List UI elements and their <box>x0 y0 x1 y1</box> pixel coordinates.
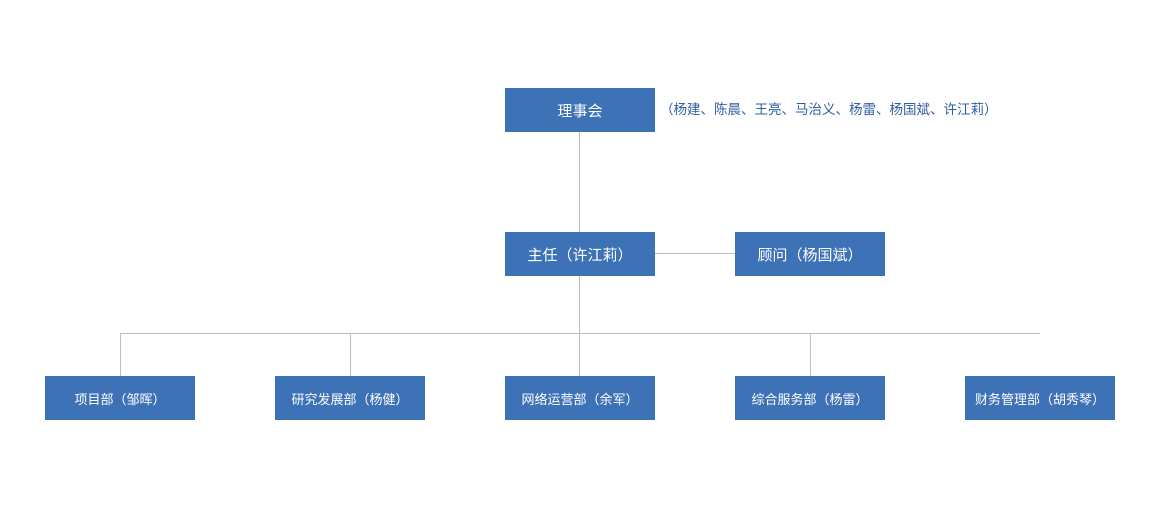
advisor-node: 顾问（杨国斌） <box>735 232 885 276</box>
department-node-project: 项目部（邹晖） <box>45 376 195 420</box>
board-node: 理事会 <box>505 88 655 132</box>
department-node-finance: 财务管理部（胡秀琴） <box>965 376 1115 420</box>
connector-departments-bus <box>120 333 1040 334</box>
connector-dept-1 <box>120 333 121 376</box>
connector-dept-2 <box>350 333 351 376</box>
connector-dept-4 <box>810 333 811 376</box>
department-node-service: 综合服务部（杨雷） <box>735 376 885 420</box>
connector-board-director <box>579 131 580 232</box>
department-node-network: 网络运营部（余军） <box>505 376 655 420</box>
director-node: 主任（许江莉） <box>505 232 655 276</box>
connector-director-departments <box>579 275 580 376</box>
department-node-research: 研究发展部（杨健） <box>275 376 425 420</box>
connector-director-advisor <box>655 253 735 254</box>
board-members-text: （杨建、陈晨、王亮、马治义、杨雷、杨国斌、许江莉） <box>660 102 998 118</box>
